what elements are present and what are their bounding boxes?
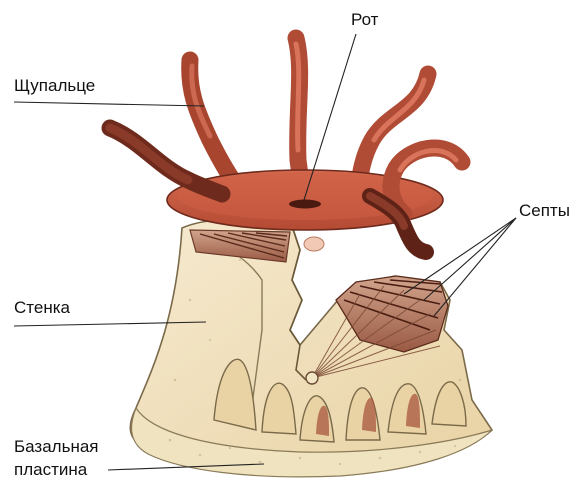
label-basal-plate-line1: Базальная [14,437,99,457]
label-mouth: Рот [351,10,378,30]
mouth-opening [289,200,321,209]
leader-septa-2 [424,218,516,300]
label-septa: Септы [519,201,570,221]
leader-tentacle [14,102,204,106]
leader-septa-3 [434,218,516,316]
columella [306,372,318,384]
label-basal-plate-line2: пластина [14,460,87,480]
label-tentacle: Щупальце [14,76,95,96]
label-wall: Стенка [14,298,70,318]
corallite-skeleton [130,219,492,477]
